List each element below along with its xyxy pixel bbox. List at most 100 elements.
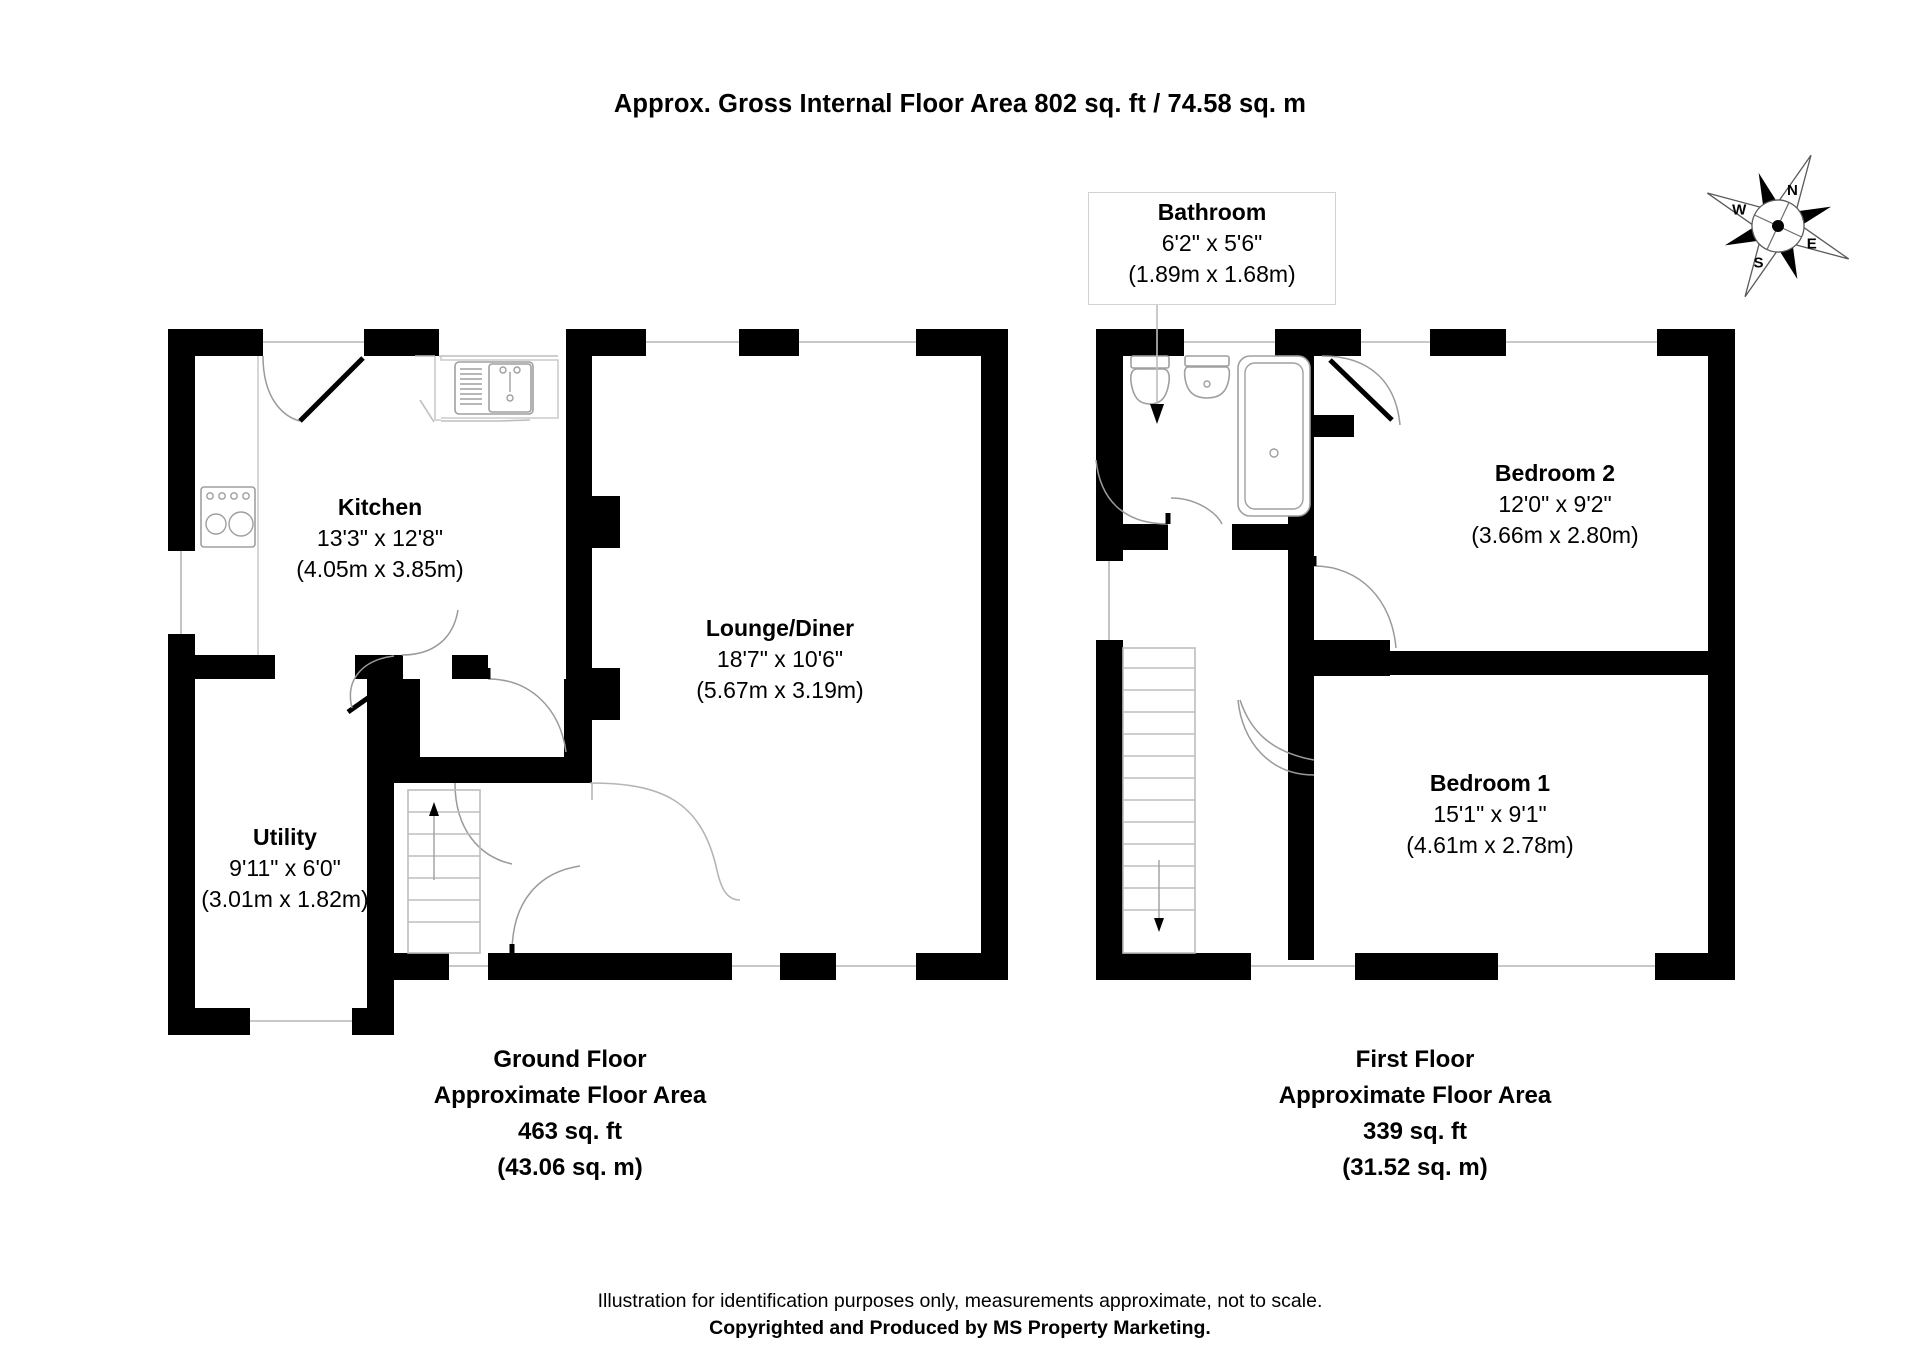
basin-back (1184, 355, 1230, 367)
wall-segment (916, 953, 1008, 980)
wall-segment (1314, 415, 1354, 437)
wall-segment (780, 953, 836, 980)
door-swing (487, 678, 567, 753)
room-name: Bedroom 1 (1429, 770, 1551, 796)
wall-segment (452, 655, 488, 679)
door-swing (1095, 459, 1169, 525)
leader-line (441, 419, 531, 422)
wall-segment (566, 329, 592, 496)
compass-center-dot (1772, 220, 1784, 232)
door-swing (454, 782, 513, 865)
door-swing (1170, 497, 1223, 525)
wall-segment (488, 953, 592, 980)
copyright-text: Copyrighted and Produced by MS Property … (709, 1317, 1211, 1339)
room-dimensions-metric: (3.66m x 2.80m) (1471, 522, 1639, 548)
drainer-grooves (460, 368, 482, 405)
room-label-kitchen: Kitchen 13'3" x 12'8" (4.05m x 3.85m) (255, 492, 505, 585)
wc-pan (1129, 368, 1171, 405)
room-dimensions-imperial: 12'0" x 9'2" (1498, 491, 1612, 517)
room-label-bedroom-2: Bedroom 2 12'0" x 9'2" (3.66m x 2.80m) (1425, 458, 1685, 551)
kitchen-counter-outline (440, 356, 559, 419)
room-name: Utility (253, 824, 317, 850)
room-dimensions-metric: (4.61m x 2.78m) (1406, 832, 1574, 858)
wall-segment (1314, 651, 1734, 675)
door-swing (1313, 565, 1397, 649)
wall-segment (566, 496, 620, 548)
first-floor-caption: First Floor Approximate Floor Area 339 s… (1215, 1042, 1615, 1186)
room-name: Bathroom (1157, 199, 1267, 225)
floor-area-label: Approximate Floor Area (1278, 1082, 1552, 1109)
floor-area-metric: (43.06 sq. m) (497, 1154, 643, 1181)
floor-name: First Floor (1355, 1046, 1475, 1073)
compass-label-e: E (1807, 235, 1817, 252)
compass-label-w: W (1732, 202, 1747, 219)
footer: Illustration for identification purposes… (0, 1288, 1920, 1342)
bathtub (1237, 355, 1311, 517)
room-name: Lounge/Diner (705, 615, 855, 641)
floor-area-imperial: 339 sq. ft (1362, 1118, 1468, 1145)
door-leaf (298, 356, 365, 423)
room-dimensions-imperial: 15'1" x 9'1" (1433, 801, 1547, 827)
wall-segment (1275, 329, 1361, 356)
tap-handle (513, 366, 521, 374)
door-swing (349, 655, 395, 709)
room-dimensions-imperial: 6'2" x 5'6" (1161, 230, 1263, 256)
wall-segment (1288, 640, 1314, 960)
room-dimensions-imperial: 13'3" x 12'8" (316, 525, 444, 551)
sink-plug (506, 394, 514, 402)
wc-cistern (1130, 355, 1170, 369)
basin-plug (1203, 380, 1211, 388)
floor-area-imperial: 463 sq. ft (517, 1118, 623, 1145)
stair-up-arrow (429, 802, 439, 816)
door-swing (401, 609, 459, 656)
wall-segment (168, 655, 195, 1035)
wall-segment (566, 668, 620, 720)
door-swing (1321, 355, 1401, 426)
wall-segment (566, 548, 592, 668)
room-name: Bedroom 2 (1494, 460, 1616, 486)
compass-rose: N S E W (1706, 154, 1850, 298)
wall-segment (1096, 640, 1123, 980)
floor-area-metric: (31.52 sq. m) (1342, 1154, 1488, 1181)
kitchen-counter-outline (434, 356, 441, 421)
room-dimensions-imperial: 9'11" x 6'0" (229, 855, 341, 881)
staircase-first (1122, 647, 1196, 954)
bathroom-callout-box (1088, 192, 1336, 305)
wall-segment (1655, 953, 1735, 980)
bath-plug (1269, 448, 1279, 458)
wall-segment (195, 655, 275, 679)
door-swing (511, 865, 581, 954)
leader-line (419, 399, 435, 423)
wall-segment (367, 655, 394, 1035)
wall-segment (1096, 953, 1251, 980)
hob-ring (228, 511, 254, 537)
wall-segment (1430, 329, 1506, 356)
page-title: Approx. Gross Internal Floor Area 802 sq… (613, 90, 1307, 118)
wall-segment (1096, 329, 1123, 561)
door-leaf (1328, 358, 1394, 422)
callout-arrow (1150, 404, 1164, 424)
floor-area-label: Approximate Floor Area (433, 1082, 707, 1109)
first-floor-plan (1095, 295, 1735, 980)
room-dimensions-metric: (3.01m x 1.82m) (201, 886, 369, 912)
room-dimensions-imperial: 18'7" x 10'6" (716, 646, 844, 672)
compass-label-s: S (1754, 255, 1764, 272)
ground-floor-plan (168, 329, 1008, 1035)
wall-segment (1123, 524, 1168, 550)
door-swing (262, 355, 301, 422)
room-label-bathroom: Bathroom 6'2" x 5'6" (1.89m x 1.68m) (1088, 197, 1336, 290)
wall-segment (1355, 953, 1498, 980)
wall-segment (566, 720, 592, 783)
wall-segment (168, 329, 195, 551)
wall-segment (168, 1008, 250, 1035)
door-leaf (346, 671, 404, 715)
room-name: Kitchen (337, 494, 423, 520)
staircase-ground (407, 789, 481, 954)
floor-name: Ground Floor (493, 1046, 647, 1073)
wall-segment (168, 634, 195, 655)
stair-down-arrow (1154, 918, 1164, 932)
wall-segment (981, 329, 1008, 980)
door-swing (1237, 699, 1315, 776)
compass-label-n: N (1787, 182, 1798, 199)
